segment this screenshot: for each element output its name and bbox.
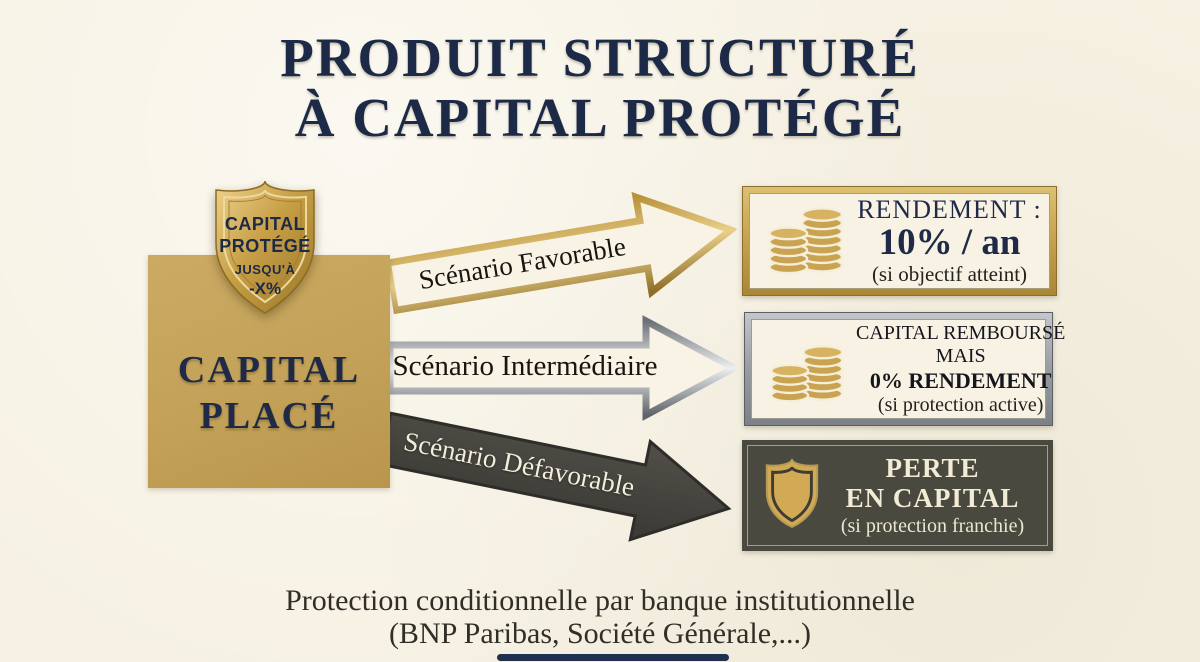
coins-icon	[762, 199, 856, 284]
gold-arrow-shape	[383, 191, 738, 315]
shield-badge-icon: CAPITAL PROTÉGÉ JUSQU'À -X%	[215, 180, 315, 314]
silver-arrow-shape	[388, 315, 738, 421]
arrow-scenario-intermediaire: Scénario Intermédiaire	[388, 315, 738, 421]
shield-icon	[760, 456, 824, 535]
outcome-defavorable-inner: PERTE EN CAPITAL (si protection franchie…	[747, 445, 1048, 546]
scenario-intermediaire-label: Scénario Intermédiaire	[392, 350, 658, 383]
outcome-box-defavorable: PERTE EN CAPITAL (si protection franchie…	[742, 440, 1053, 551]
outcome-intermediaire-text: CAPITAL REMBOURSÉ MAIS 0% RENDEMENT (si …	[856, 322, 1071, 417]
badge-subtitle: JUSQU'À	[235, 262, 296, 277]
rendement-title: RENDEMENT :	[857, 195, 1042, 224]
arrow-scenario-favorable: Scénario Favorable	[380, 174, 746, 343]
progress-bar	[497, 654, 729, 661]
rendement-value: 10% / an	[878, 222, 1021, 263]
footer-line2: (BNP Paribas, Société Générale,...)	[388, 617, 812, 650]
page-title: PRODUIT STRUCTURÉ À CAPITAL PROTÉGÉ	[0, 28, 1200, 148]
capital-place-line2: PLACÉ	[199, 395, 339, 437]
perte-line2: EN CAPITAL	[845, 482, 1020, 513]
perte-note: (si protection franchie)	[840, 514, 1025, 537]
outcome-favorable-inner: RENDEMENT : 10% / an (si objectif attein…	[749, 193, 1050, 289]
rembourse-line1: CAPITAL REMBOURSÉ	[856, 321, 1066, 344]
badge-value: -X%	[249, 279, 281, 298]
page-title-line2: À CAPITAL PROTÉGÉ	[294, 87, 906, 148]
dark-arrow-shape	[378, 411, 732, 542]
outcome-favorable-text: RENDEMENT : 10% / an (si objectif attein…	[856, 195, 1049, 287]
footer-caption: Protection conditionnelle par banque ins…	[0, 584, 1200, 650]
outcome-intermediaire-inner: CAPITAL REMBOURSÉ MAIS 0% RENDEMENT (si …	[751, 319, 1065, 419]
badge-line1: CAPITAL	[225, 214, 305, 234]
rendement-note: (si objectif atteint)	[871, 262, 1028, 286]
capital-protege-badge: CAPITAL PROTÉGÉ JUSQU'À -X%	[204, 177, 326, 317]
rembourse-line3: 0% RENDEMENT	[869, 367, 1052, 393]
perte-line1: PERTE	[885, 452, 980, 483]
coins-icon	[764, 329, 856, 410]
outcome-defavorable-text: PERTE EN CAPITAL (si protection franchie…	[824, 453, 1047, 539]
capital-place-label: CAPITAL PLACÉ	[148, 347, 390, 439]
rembourse-note: (si protection active)	[877, 393, 1044, 416]
badge-line2: PROTÉGÉ	[219, 235, 311, 256]
rembourse-line2: MAIS	[935, 344, 986, 367]
arrow-scenario-defavorable: Scénario Défavorable	[372, 383, 745, 564]
outcome-box-favorable: RENDEMENT : 10% / an (si objectif attein…	[742, 186, 1057, 296]
page-title-line1: PRODUIT STRUCTURÉ	[280, 27, 920, 88]
footer-line1: Protection conditionnelle par banque ins…	[285, 584, 915, 617]
outcome-box-intermediaire: CAPITAL REMBOURSÉ MAIS 0% RENDEMENT (si …	[744, 312, 1065, 426]
capital-place-line1: CAPITAL	[177, 349, 361, 391]
